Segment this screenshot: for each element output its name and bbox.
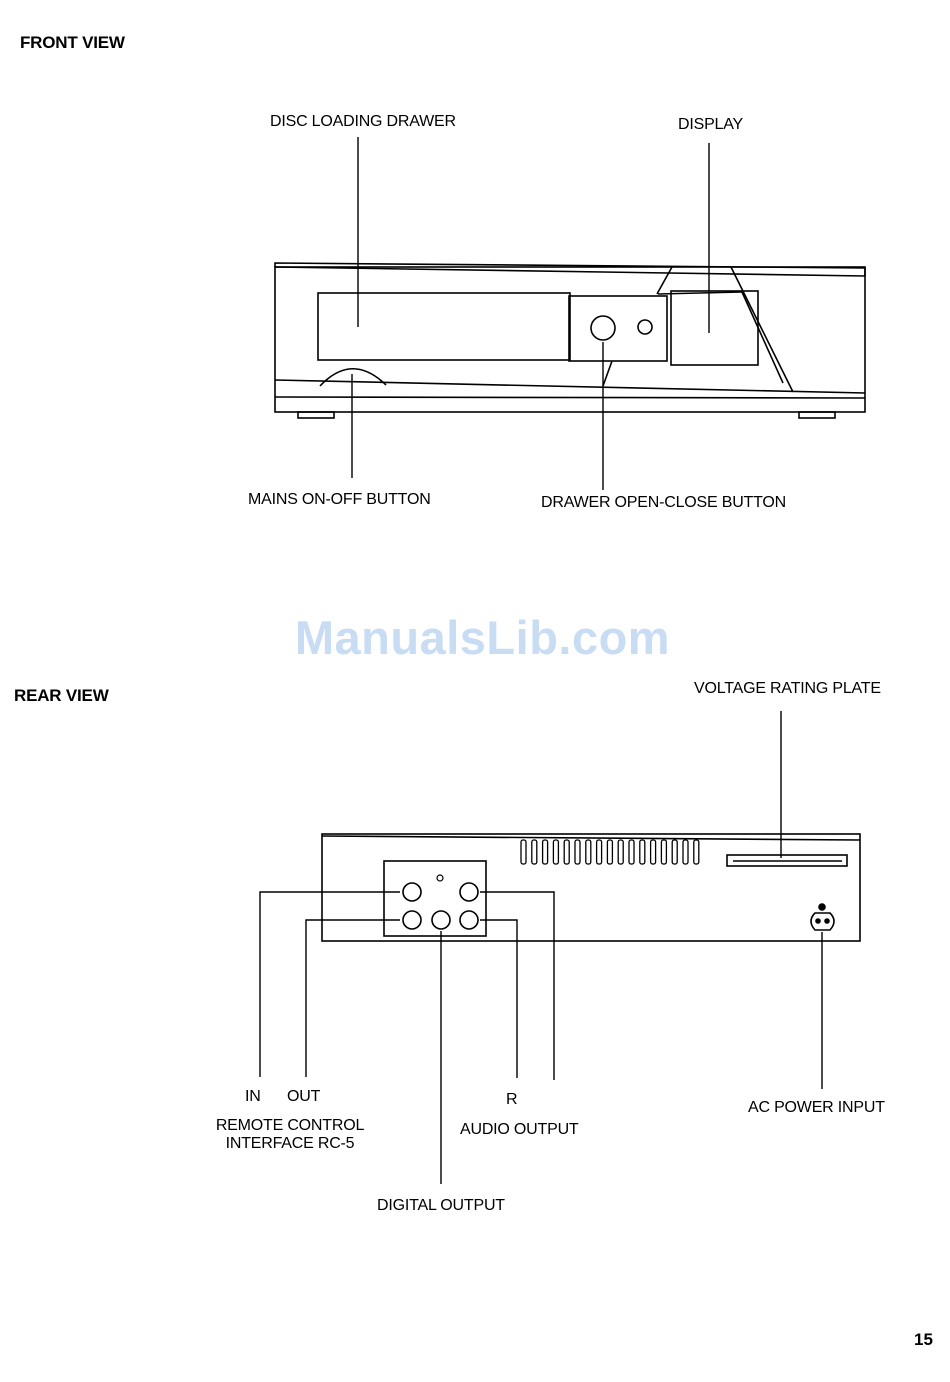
vent-slot: [618, 840, 623, 864]
vent-slot: [586, 840, 591, 864]
digital-output-label: DIGITAL OUTPUT: [377, 1197, 505, 1215]
vent-slot: [672, 840, 677, 864]
display-label: DISPLAY: [678, 116, 743, 134]
vent-slot: [521, 840, 526, 864]
vent-slot: [532, 840, 537, 864]
indicator-button: [638, 320, 652, 334]
front-view-drawing: [275, 137, 865, 490]
remote-control-interface-label: REMOTE CONTROL INTERFACE RC-5: [195, 1117, 385, 1154]
remote-label-line1: REMOTE CONTROL: [195, 1117, 385, 1135]
audio-output-label: AUDIO OUTPUT: [460, 1121, 579, 1139]
vent-slot: [694, 840, 699, 864]
vent-slot: [640, 840, 645, 864]
vent-slot: [607, 840, 612, 864]
vent-slot: [543, 840, 548, 864]
page-number: 15: [914, 1330, 933, 1350]
front-foot-left: [298, 412, 334, 418]
audio-left-socket: [460, 911, 478, 929]
disc-loading-drawer-label: DISC LOADING DRAWER: [270, 113, 456, 131]
remote-out-socket: [403, 911, 421, 929]
display-window: [671, 291, 758, 365]
vent-slot: [629, 840, 634, 864]
vent-slot: [597, 840, 602, 864]
drawer-open-close-button-label: DRAWER OPEN-CLOSE BUTTON: [541, 494, 786, 512]
drawer-open-close-button: [591, 316, 615, 340]
vent-slot: [661, 840, 666, 864]
audio-right-socket: [460, 883, 478, 901]
ventilation-slots: [521, 840, 699, 864]
remote-in-socket: [403, 883, 421, 901]
remote-label-line2: INTERFACE RC-5: [195, 1135, 385, 1153]
front-foot-right: [799, 412, 835, 418]
mains-on-off-button-label: MAINS ON-OFF BUTTON: [248, 491, 431, 509]
rear-view-heading: REAR VIEW: [14, 686, 109, 706]
ac-power-socket: [811, 913, 834, 930]
digital-output-socket: [432, 911, 450, 929]
mains-on-off-button: [320, 369, 386, 386]
ac-power-input-label: AC POWER INPUT: [748, 1099, 885, 1117]
front-view-heading: FRONT VIEW: [20, 33, 125, 53]
audio-right-label: R: [506, 1091, 517, 1109]
vent-slot: [553, 840, 558, 864]
vent-slot: [683, 840, 688, 864]
voltage-rating-plate-label: VOLTAGE RATING PLATE: [694, 680, 881, 698]
vent-slot: [575, 840, 580, 864]
disc-loading-drawer: [318, 293, 570, 360]
remote-out-label: OUT: [287, 1088, 320, 1106]
connector-panel: [384, 861, 486, 936]
vent-slot: [651, 840, 656, 864]
vent-slot: [564, 840, 569, 864]
remote-in-label: IN: [245, 1088, 261, 1106]
